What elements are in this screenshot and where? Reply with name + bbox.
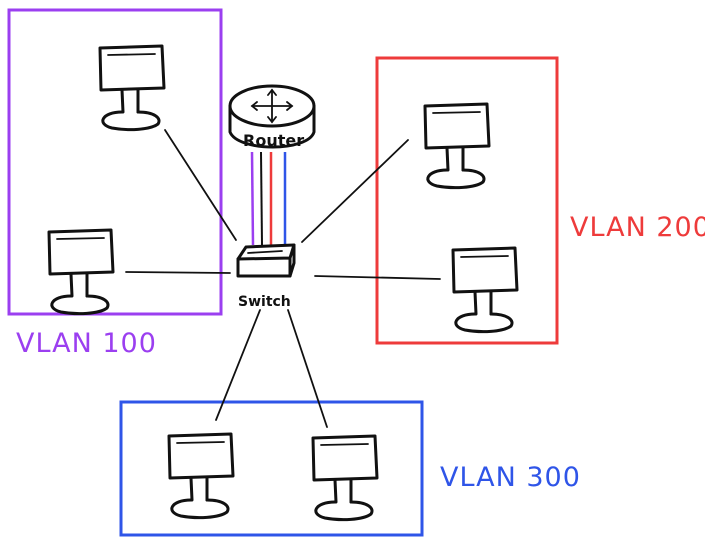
host-links: [125, 129, 441, 428]
switch: Switch: [236, 243, 296, 310]
router-label: Router: [243, 131, 304, 150]
vlan-200-label: VLAN 200: [570, 212, 705, 243]
monitor-icon: [47, 228, 115, 316]
link-vlan300-host-2: [287, 309, 328, 428]
trunk-link-dark: [260, 151, 263, 246]
link-vlan200-host-2: [314, 275, 441, 280]
link-vlan300-host-1: [215, 309, 261, 421]
vlan-300-box: [119, 400, 424, 537]
vlan-300-label: VLAN 300: [440, 462, 581, 493]
monitor-icon: [311, 434, 379, 522]
link-vlan200-host-1: [301, 139, 409, 243]
monitor-icon: [98, 44, 166, 132]
monitor-icon: [423, 102, 491, 190]
monitor-icon: [167, 432, 235, 520]
link-vlan100-host-1: [164, 129, 237, 241]
switch-icon: [236, 243, 296, 278]
switch-label: Switch: [238, 294, 291, 310]
trunk-link-vlan-100: [250, 151, 255, 246]
link-vlan100-host-2: [125, 271, 231, 274]
router-icon: [228, 84, 316, 149]
vlan-100-label: VLAN 100: [16, 328, 157, 359]
router: Router: [228, 84, 316, 150]
vlan-100-box: [7, 8, 223, 316]
vlan-200-box: [375, 56, 559, 345]
monitor-icon: [451, 246, 519, 334]
